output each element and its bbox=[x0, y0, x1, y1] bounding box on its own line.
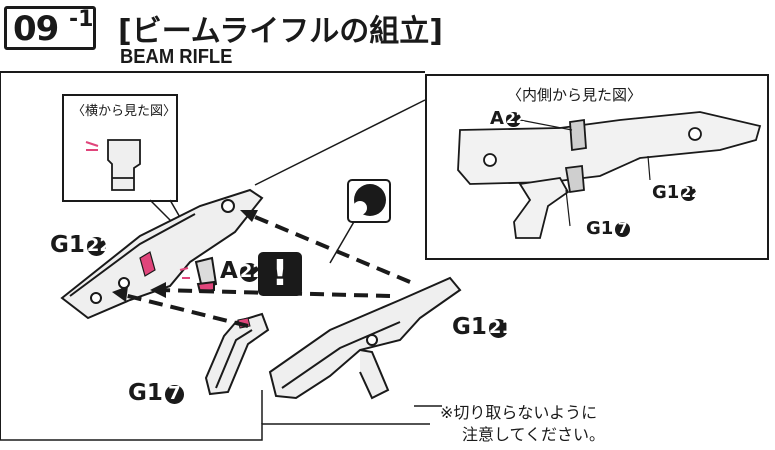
inner-view-caption: 〈内側から見た図〉 bbox=[507, 86, 643, 104]
step-sub-number: -1 bbox=[69, 7, 94, 32]
page-subtitle: BEAM RIFLE bbox=[120, 46, 233, 68]
page-title: [ビームライフルの組立] bbox=[118, 14, 444, 49]
arrow-heads bbox=[112, 210, 258, 302]
polycap-marker-icon bbox=[347, 179, 391, 223]
caution-note-line2: 注意してください。 bbox=[462, 425, 606, 444]
part-g1-21 bbox=[268, 276, 462, 400]
step-number-badge: 09 -1 bbox=[4, 6, 96, 50]
part-g1-7 bbox=[204, 312, 270, 396]
caution-note-line1: ※切り取らないように bbox=[440, 403, 598, 422]
caution-note: ※切り取らないように 注意してください。 bbox=[440, 402, 605, 446]
side-view-panel: 〈横から見た図〉 bbox=[62, 94, 178, 202]
warning-icon: ! bbox=[258, 252, 302, 296]
part-a-22 bbox=[179, 256, 218, 294]
inner-view-panel: 〈内側から見た図〉 bbox=[425, 74, 769, 260]
side-view-caption: 〈横から見た図〉 bbox=[72, 104, 177, 119]
step-number: 09 bbox=[13, 9, 59, 49]
